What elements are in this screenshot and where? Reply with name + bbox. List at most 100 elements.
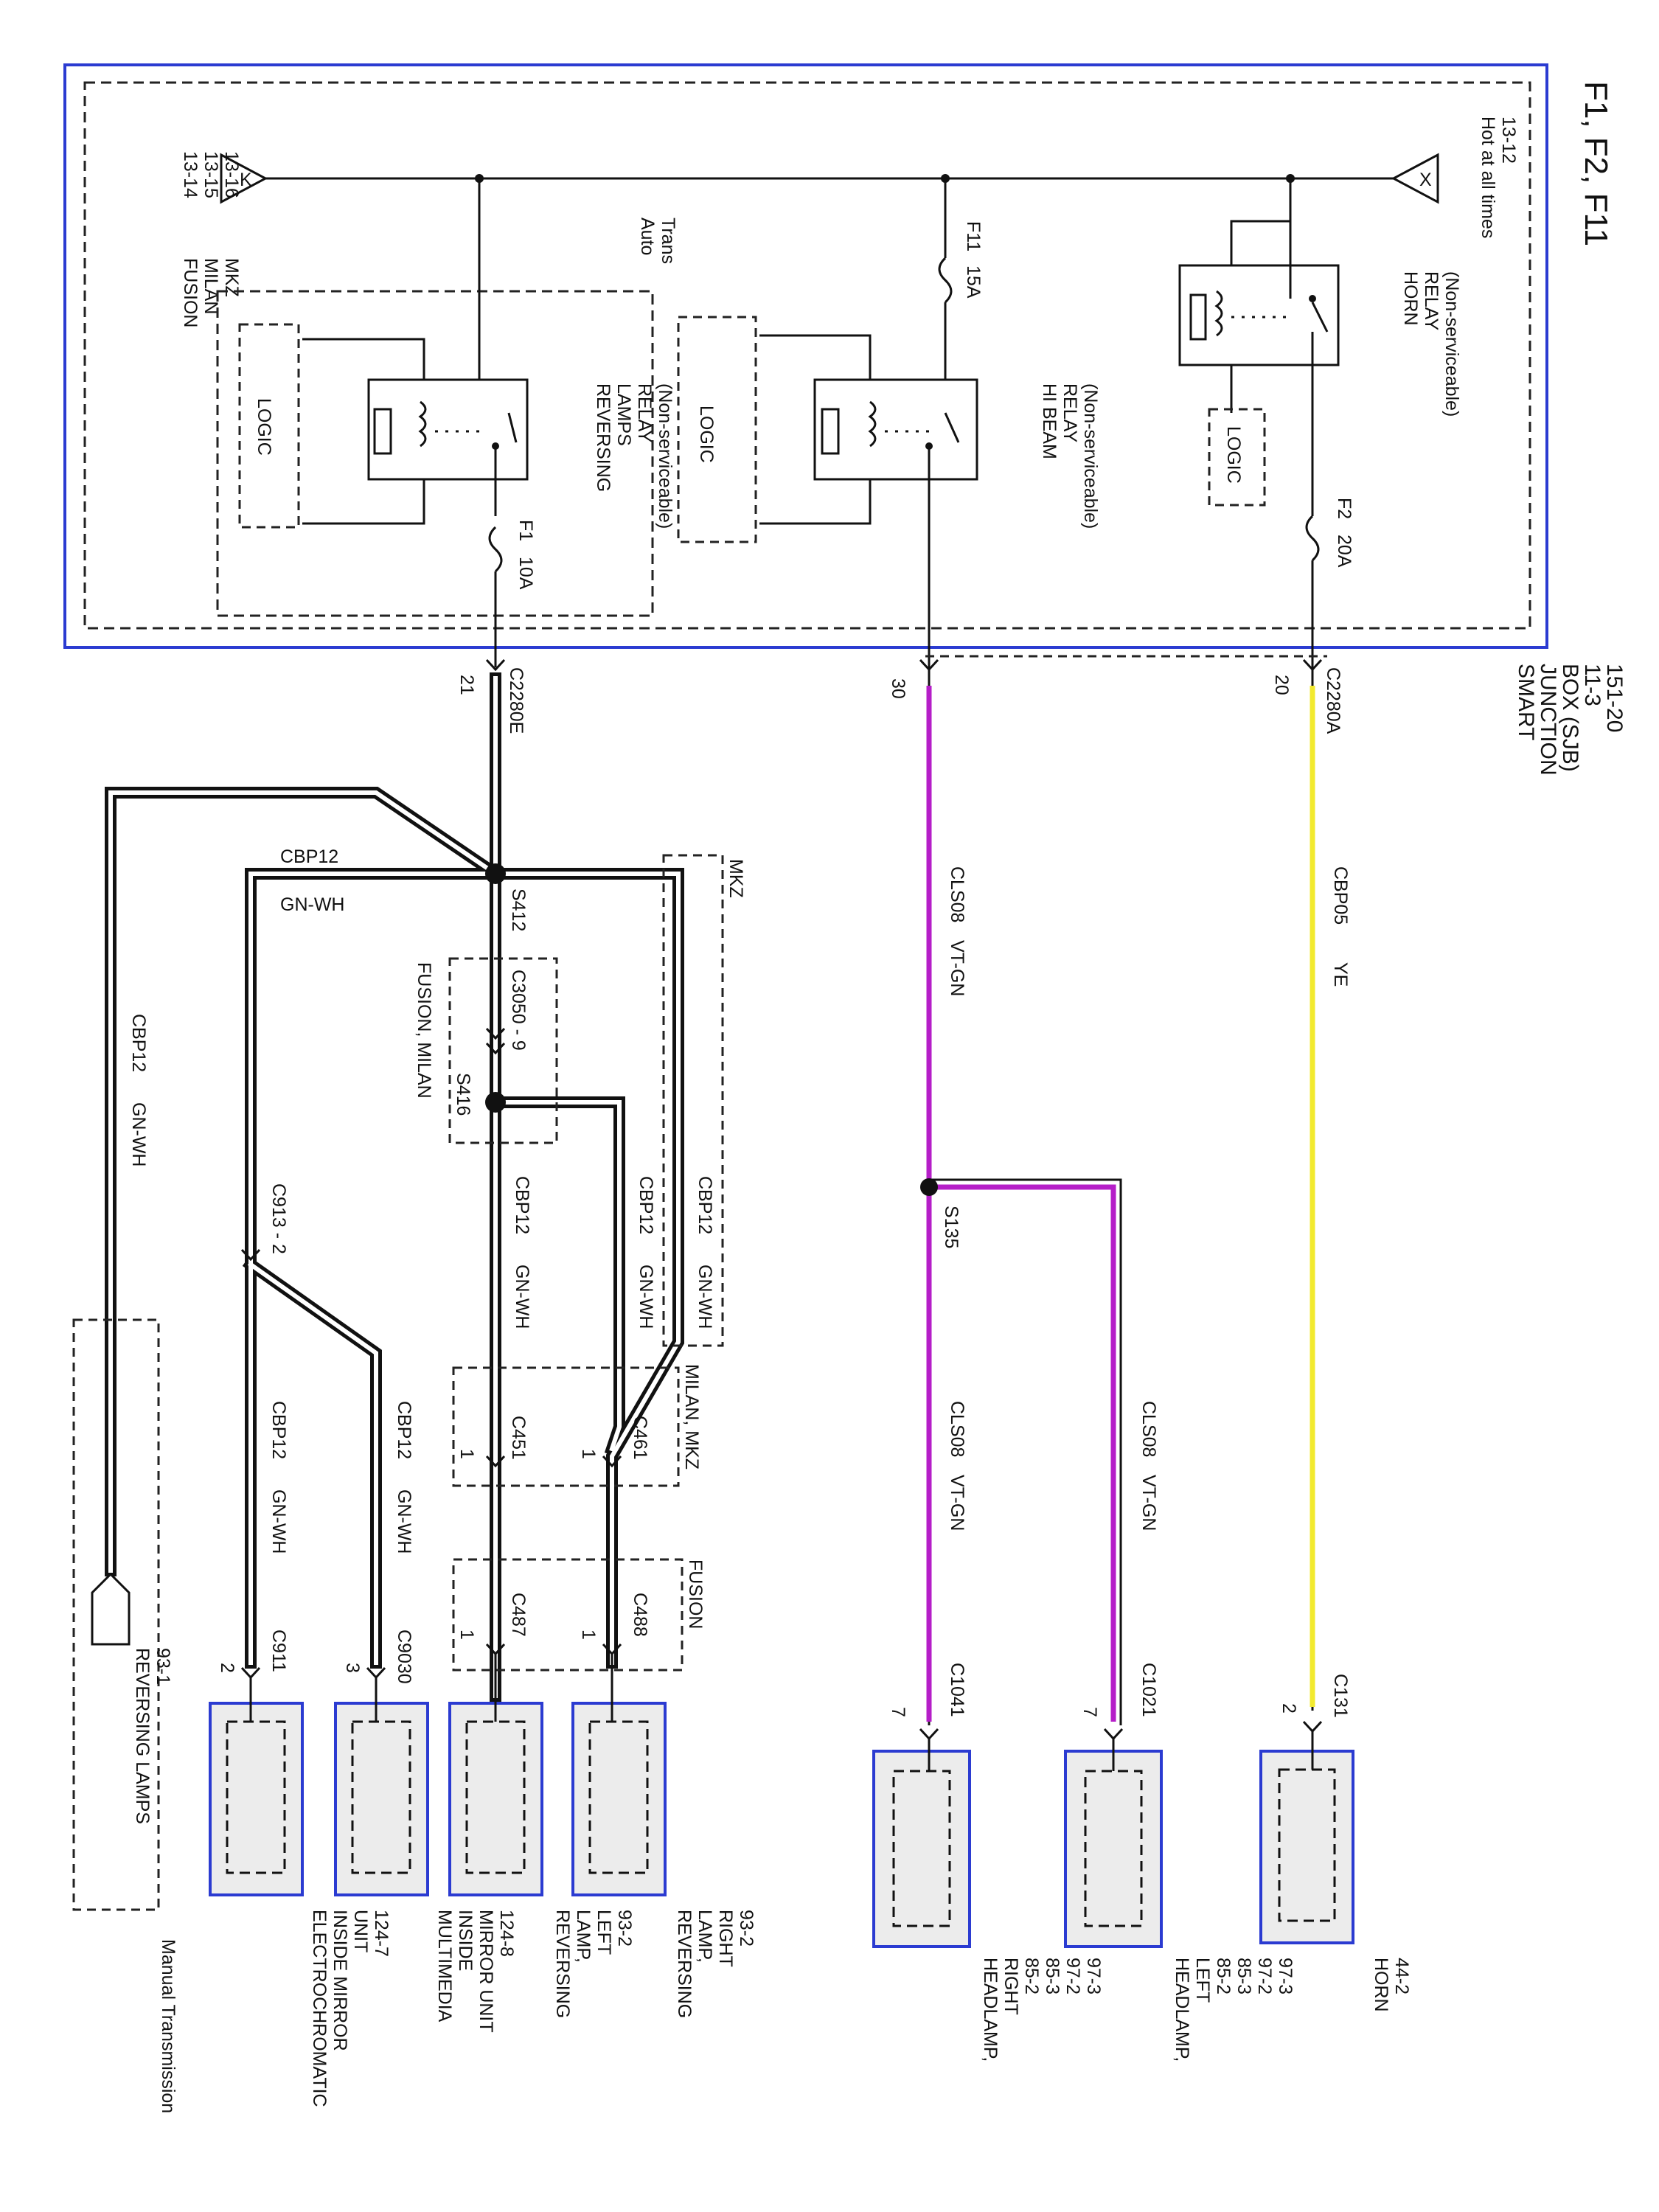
sjb-frame <box>63 63 1548 649</box>
svg-text:SMART: SMART <box>1514 664 1538 740</box>
fuse-f2-icon <box>1305 515 1320 562</box>
svg-text:GN-WH: GN-WH <box>636 1265 656 1329</box>
hibeam-relay-label: HI BEAM RELAY (Non-serviceable) <box>1039 383 1101 529</box>
svg-text:Trans: Trans <box>658 218 678 264</box>
svg-text:HEADLAMP,: HEADLAMP, <box>1172 1958 1192 2062</box>
svg-text:97-3: 97-3 <box>1083 1958 1104 1994</box>
hibeam-relay-coil-icon <box>821 408 840 455</box>
hot-at-all-times-label: Hot at all times 13-12 <box>1478 116 1519 238</box>
svg-text:(Non-serviceable): (Non-serviceable) <box>655 383 675 529</box>
svg-text:GN-WH: GN-WH <box>512 1265 532 1329</box>
svg-text:LAMP,: LAMP, <box>695 1910 715 1963</box>
svg-text:93-1: 93-1 <box>153 1648 173 1685</box>
svg-text:RELAY: RELAY <box>634 383 655 442</box>
splice-s416 <box>485 1092 506 1113</box>
rev-lamp-right-label: REVERSING LAMP, RIGHT 93-2 <box>674 1910 757 2018</box>
mkz-label: MKZ <box>726 859 746 898</box>
cbp12-label-s416-right: CBP12 GN-WH <box>636 1176 656 1329</box>
headlamp-left-component <box>1064 1739 1163 1948</box>
svg-text:MULTIMEDIA: MULTIMEDIA <box>434 1910 455 2023</box>
svg-text:124-8: 124-8 <box>496 1910 517 1957</box>
svg-text:RELAY: RELAY <box>1060 383 1080 442</box>
milan-mkz-label: MILAN, MKZ <box>681 1364 702 1470</box>
manual-trans-zone <box>72 1318 160 1911</box>
c913-label: C913 - 2 <box>268 1183 289 1254</box>
horn-component <box>1259 1731 1354 1944</box>
svg-text:VT-GN: VT-GN <box>1138 1475 1159 1531</box>
svg-text:13-16: 13-16 <box>221 151 242 198</box>
splice-s412 <box>485 863 506 884</box>
c451-connector-icon <box>485 1455 506 1468</box>
cbp12-label-left: CBP12 GN-WH <box>128 1014 149 1166</box>
svg-text:MIRROR UNIT: MIRROR UNIT <box>476 1910 496 2033</box>
svg-text:RIGHT: RIGHT <box>1001 1958 1021 2015</box>
mkz-zone <box>662 854 724 1347</box>
svg-text:ELECTROCHROMATIC: ELECTROCHROMATIC <box>309 1910 330 2107</box>
c131-connector-icon <box>1302 1720 1323 1733</box>
multimedia-mirror-component <box>334 1677 429 1896</box>
svg-text:X: X <box>1419 170 1432 190</box>
fuse-f1-icon <box>488 526 503 573</box>
reversing-logic-box <box>238 323 300 529</box>
c1041-connector-icon <box>919 1728 939 1741</box>
c451-pin: 1 <box>456 1449 477 1459</box>
headlamp-right-label: HEADLAMP, RIGHT 85-2 85-3 97-2 97-3 <box>980 1958 1104 2062</box>
svg-text:REVERSING: REVERSING <box>674 1910 695 2018</box>
svg-text:INSIDE: INSIDE <box>455 1910 476 1971</box>
svg-text:K: K <box>240 170 252 190</box>
s416-label: S416 <box>453 1073 473 1116</box>
c487-pin: 1 <box>456 1630 477 1640</box>
svg-text:85-3: 85-3 <box>1234 1958 1254 1994</box>
reversing-logic-label: LOGIC <box>254 398 274 456</box>
c2280e-pin: 21 <box>456 675 477 695</box>
c3050-label: C3050 - 9 <box>508 970 529 1051</box>
horn-label: HORN 44-2 <box>1371 1958 1412 2012</box>
cbp12-label-mkz: CBP12 GN-WH <box>695 1176 715 1329</box>
c461-label: C461 <box>630 1416 650 1460</box>
c461-connector-icon <box>602 1455 622 1468</box>
hibeam-logic-box <box>677 316 757 543</box>
horn-relay-label: HORN RELAY (Non-serviceable) <box>1400 271 1462 417</box>
c487-label: C487 <box>508 1593 529 1637</box>
svg-text:97-3: 97-3 <box>1275 1958 1295 1994</box>
c9030-connector-icon <box>366 1666 386 1680</box>
svg-text:CLS08: CLS08 <box>947 866 967 922</box>
svg-text:GN-WH: GN-WH <box>128 1102 149 1166</box>
splice-s135 <box>920 1178 938 1196</box>
c131-pin: 2 <box>1279 1703 1299 1714</box>
c911-label: C911 <box>268 1630 289 1672</box>
svg-text:CBP05: CBP05 <box>1330 866 1351 925</box>
vehicle-note: FUSION MILAN MKZ <box>180 258 242 327</box>
svg-text:151-20: 151-20 <box>1602 664 1627 732</box>
c131-label: C131 <box>1330 1674 1351 1718</box>
cbp12-label-c9030: CBP12 GN-WH <box>394 1401 414 1554</box>
s135-label: S135 <box>941 1206 961 1248</box>
c461-pin: 1 <box>578 1449 599 1459</box>
svg-text:F2: F2 <box>1334 498 1354 519</box>
svg-text:VT-GN: VT-GN <box>947 1475 967 1531</box>
svg-text:13-15: 13-15 <box>201 151 221 198</box>
svg-text:GN-WH: GN-WH <box>268 1489 289 1554</box>
headlamp-right-component <box>872 1739 971 1948</box>
c9030-label: C9030 <box>394 1630 414 1684</box>
horn-logic-box <box>1208 408 1266 507</box>
svg-text:(Non-serviceable): (Non-serviceable) <box>1441 271 1462 417</box>
c451-label: C451 <box>508 1416 529 1460</box>
svg-text:REVERSING: REVERSING <box>593 383 613 492</box>
hibeam-logic-label: LOGIC <box>696 406 717 463</box>
rev-lamp-left-label: REVERSING LAMP, LEFT 93-2 <box>552 1910 635 2018</box>
c1041-pin: 7 <box>888 1707 908 1717</box>
page-title: F1, F2, F11 <box>1578 81 1614 246</box>
ec-mirror-label: ELECTROCHROMATIC INSIDE MIRROR UNIT 124-… <box>309 1910 392 2107</box>
milan-mkz-zone <box>452 1366 680 1487</box>
svg-text:LAMP,: LAMP, <box>573 1910 594 1963</box>
svg-text:CBP12: CBP12 <box>268 1401 289 1459</box>
svg-text:LEFT: LEFT <box>1192 1958 1213 2003</box>
svg-text:REVERSING: REVERSING <box>552 1910 573 2018</box>
horn-relay-coil-icon <box>1189 293 1207 341</box>
svg-text:HORN: HORN <box>1371 1958 1391 2012</box>
wire-cls08-left <box>935 1184 1116 1722</box>
svg-text:124-7: 124-7 <box>371 1910 392 1957</box>
svg-text:15A: 15A <box>963 265 984 299</box>
cbp12-label-s416-down: CBP12 GN-WH <box>512 1176 532 1329</box>
